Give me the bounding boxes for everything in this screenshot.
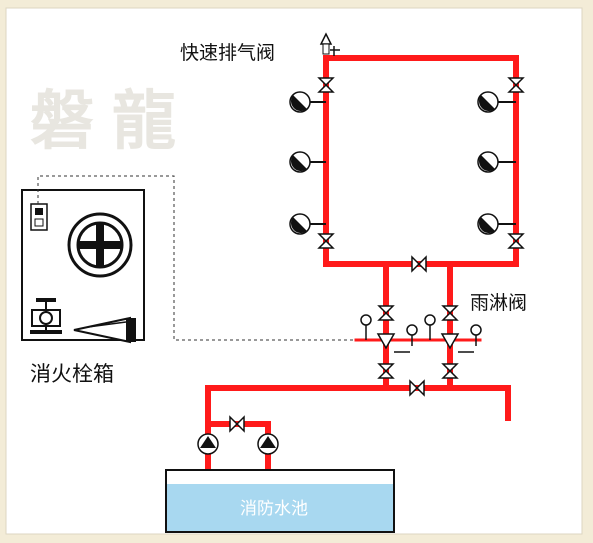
deluge-valve-label: 雨淋阀 (470, 292, 528, 314)
air-valve-icon (319, 32, 340, 56)
pressure-gauge-icon (424, 314, 436, 326)
water-pool (165, 469, 395, 533)
pressure-gauge-icon (470, 324, 482, 336)
deluge-valve-icon (376, 333, 396, 350)
sprinkler-head-icon (477, 213, 516, 235)
gate-valve-icon (409, 379, 425, 397)
hydrant-box-label: 消火栓箱 (30, 362, 114, 386)
water-pool-label: 消防水池 (240, 499, 308, 519)
nozzle-icon (73, 316, 136, 344)
gate-valve-icon (507, 77, 525, 93)
gate-valve-icon (377, 363, 395, 379)
deluge-valve-assembly (360, 314, 482, 353)
hydrant-valve-icon (30, 298, 62, 334)
sprinkler-head-icon (289, 91, 326, 113)
sprinkler-head-icon (477, 91, 516, 113)
watermark-logo: 磐龍 (30, 85, 194, 159)
hydrant-wheel-icon (67, 212, 133, 278)
gate-valves (229, 77, 525, 433)
deluge-valve-icon (440, 333, 460, 350)
gate-valve-icon (317, 77, 335, 93)
pressure-gauge-icon (360, 314, 372, 326)
gate-valve-icon (317, 233, 335, 249)
pumps (197, 433, 279, 455)
sprinkler-heads (289, 91, 516, 235)
pump-icon (257, 433, 279, 455)
gate-valve-icon (507, 233, 525, 249)
air-valve-label: 快速排气阀 (180, 42, 276, 64)
hydrant-cabinet (21, 189, 145, 344)
sprinkler-head-icon (477, 151, 516, 173)
pump-icon (197, 433, 219, 455)
gate-valve-icon (411, 255, 427, 273)
sprinkler-head-icon (289, 213, 326, 235)
sprinkler-head-icon (289, 151, 326, 173)
gate-valve-icon (441, 363, 459, 379)
pressure-gauge-icon (406, 324, 418, 336)
gate-valve-icon (377, 305, 395, 321)
signal-line (37, 175, 378, 341)
gate-valve-icon (229, 415, 245, 433)
gate-valve-icon (441, 305, 459, 321)
